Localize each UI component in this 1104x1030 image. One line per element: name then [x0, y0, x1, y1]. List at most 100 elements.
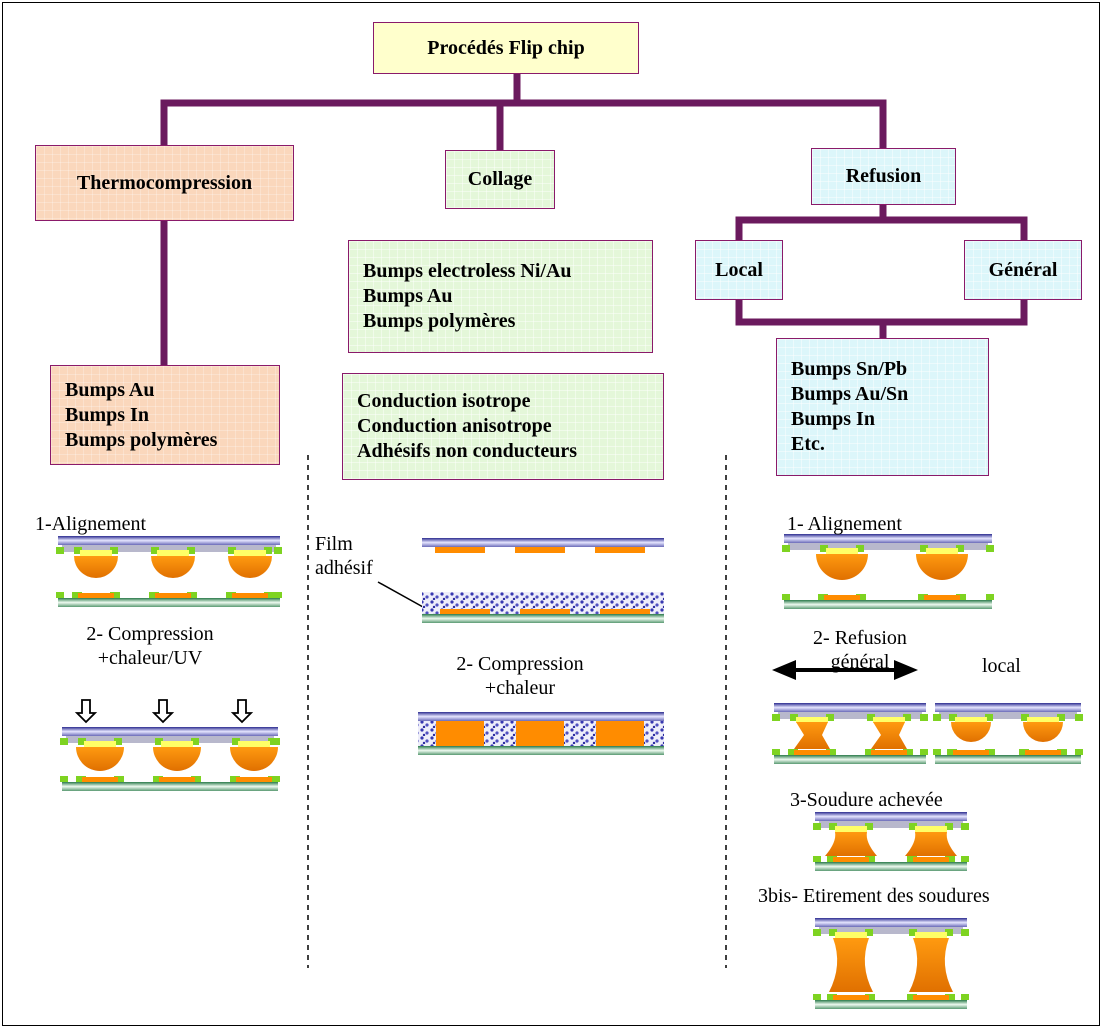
underbump-metal	[835, 826, 867, 832]
underbump-metal	[873, 717, 905, 723]
passivation-layer	[778, 712, 922, 719]
substrate-pad	[1025, 750, 1061, 755]
green-pad	[920, 545, 928, 552]
ref-general-schematic	[772, 703, 928, 764]
green-pad	[228, 547, 236, 554]
underbump-metal	[1027, 717, 1059, 723]
chip-layer	[784, 534, 992, 543]
collage-bump-item: Bumps electroless Ni/Au	[363, 260, 572, 282]
refusion-bump-item: Etc.	[791, 433, 825, 455]
press-arrows	[74, 699, 254, 724]
ref-align-schematic	[782, 534, 994, 609]
substrate-pad	[824, 595, 860, 600]
ref-local-label: local	[982, 655, 1021, 677]
green-pad	[274, 547, 282, 554]
collage-bumps-box: Bumps electroless Ni/Au Bumps Au Bumps p…	[348, 240, 653, 353]
green-pad	[232, 738, 240, 745]
green-pad	[60, 776, 68, 782]
green-pad	[865, 994, 875, 1000]
green-pad	[827, 994, 837, 1000]
green-pad	[826, 714, 834, 721]
stretched-solder	[829, 938, 873, 992]
bonded-pad	[516, 721, 564, 746]
green-pad	[153, 776, 163, 782]
solder-bump	[816, 554, 868, 580]
underbump-metal	[80, 550, 112, 556]
substrate-pad	[913, 857, 949, 862]
bonded-pad	[436, 721, 484, 746]
substrate-layer	[62, 782, 278, 791]
green-pad	[782, 545, 790, 552]
green-pad	[187, 592, 197, 598]
green-pad	[856, 545, 864, 552]
green-pad	[961, 856, 969, 862]
green-pad	[191, 776, 201, 782]
underbump-metal	[926, 548, 958, 554]
green-pad	[986, 545, 994, 552]
green-pad	[74, 547, 82, 554]
underbump-metal	[161, 741, 193, 747]
green-pad	[920, 749, 928, 755]
green-pad	[829, 823, 837, 830]
green-pad	[818, 594, 828, 600]
green-pad	[903, 714, 911, 721]
underbump-metal	[157, 550, 189, 556]
green-pad	[945, 823, 953, 830]
green-pad	[933, 714, 941, 721]
green-pad	[933, 749, 941, 755]
chip-pad	[435, 547, 485, 553]
collage-comp-schematic	[418, 712, 664, 755]
green-pad	[114, 776, 124, 782]
substrate-pad	[232, 593, 268, 598]
refusion-bump-item: Bumps In	[791, 408, 875, 430]
local-label: Local	[715, 258, 763, 281]
green-pad	[949, 714, 957, 721]
double-arrow	[772, 660, 918, 680]
collage-comp-line: +chaleur	[484, 677, 556, 699]
substrate-pad	[159, 777, 195, 782]
green-pad	[907, 994, 917, 1000]
passivation-layer	[62, 545, 276, 552]
green-pad	[945, 856, 955, 862]
substrate-pad	[520, 609, 570, 614]
passivation-layer	[788, 543, 988, 550]
substrate-pad	[833, 857, 869, 862]
refusion-bump-item: Bumps Sn/Pb	[791, 358, 908, 380]
ref-refusion-label: 2- Refusion général	[790, 626, 930, 674]
substrate-pad	[440, 609, 490, 614]
thermo-comp-line: +chaleur/UV	[97, 647, 203, 669]
underbump-metal	[796, 717, 828, 723]
completed-solder	[905, 832, 957, 856]
general-label: Général	[988, 258, 1058, 281]
green-pad	[56, 592, 64, 598]
completed-solder	[825, 832, 877, 856]
solder-bump	[228, 556, 272, 578]
underbump-metal	[915, 826, 947, 832]
solder-bump	[230, 747, 278, 771]
green-pad	[961, 994, 969, 1000]
green-pad	[1075, 749, 1083, 755]
green-pad	[264, 592, 274, 598]
green-pad	[1057, 714, 1065, 721]
solder-bump	[951, 722, 991, 742]
passivation-layer	[819, 821, 963, 828]
chip-layer	[935, 703, 1081, 712]
substrate-pad	[82, 777, 118, 782]
green-pad	[151, 547, 159, 554]
press-arrow-3	[230, 699, 254, 724]
substrate-layer	[784, 600, 992, 609]
green-pad	[829, 929, 837, 936]
substrate-pad	[871, 750, 907, 755]
adhesive-item: Adhésifs non conducteurs	[357, 440, 578, 462]
green-pad	[272, 738, 280, 745]
substrate-pad	[236, 777, 272, 782]
green-pad	[1019, 749, 1029, 755]
thermo-comp-line: 2- Compression	[86, 623, 214, 645]
green-pad	[78, 738, 86, 745]
green-pad	[865, 856, 875, 862]
root-label: Procédés Flip chip	[427, 36, 585, 59]
chip-layer	[815, 812, 967, 821]
green-pad	[790, 714, 798, 721]
